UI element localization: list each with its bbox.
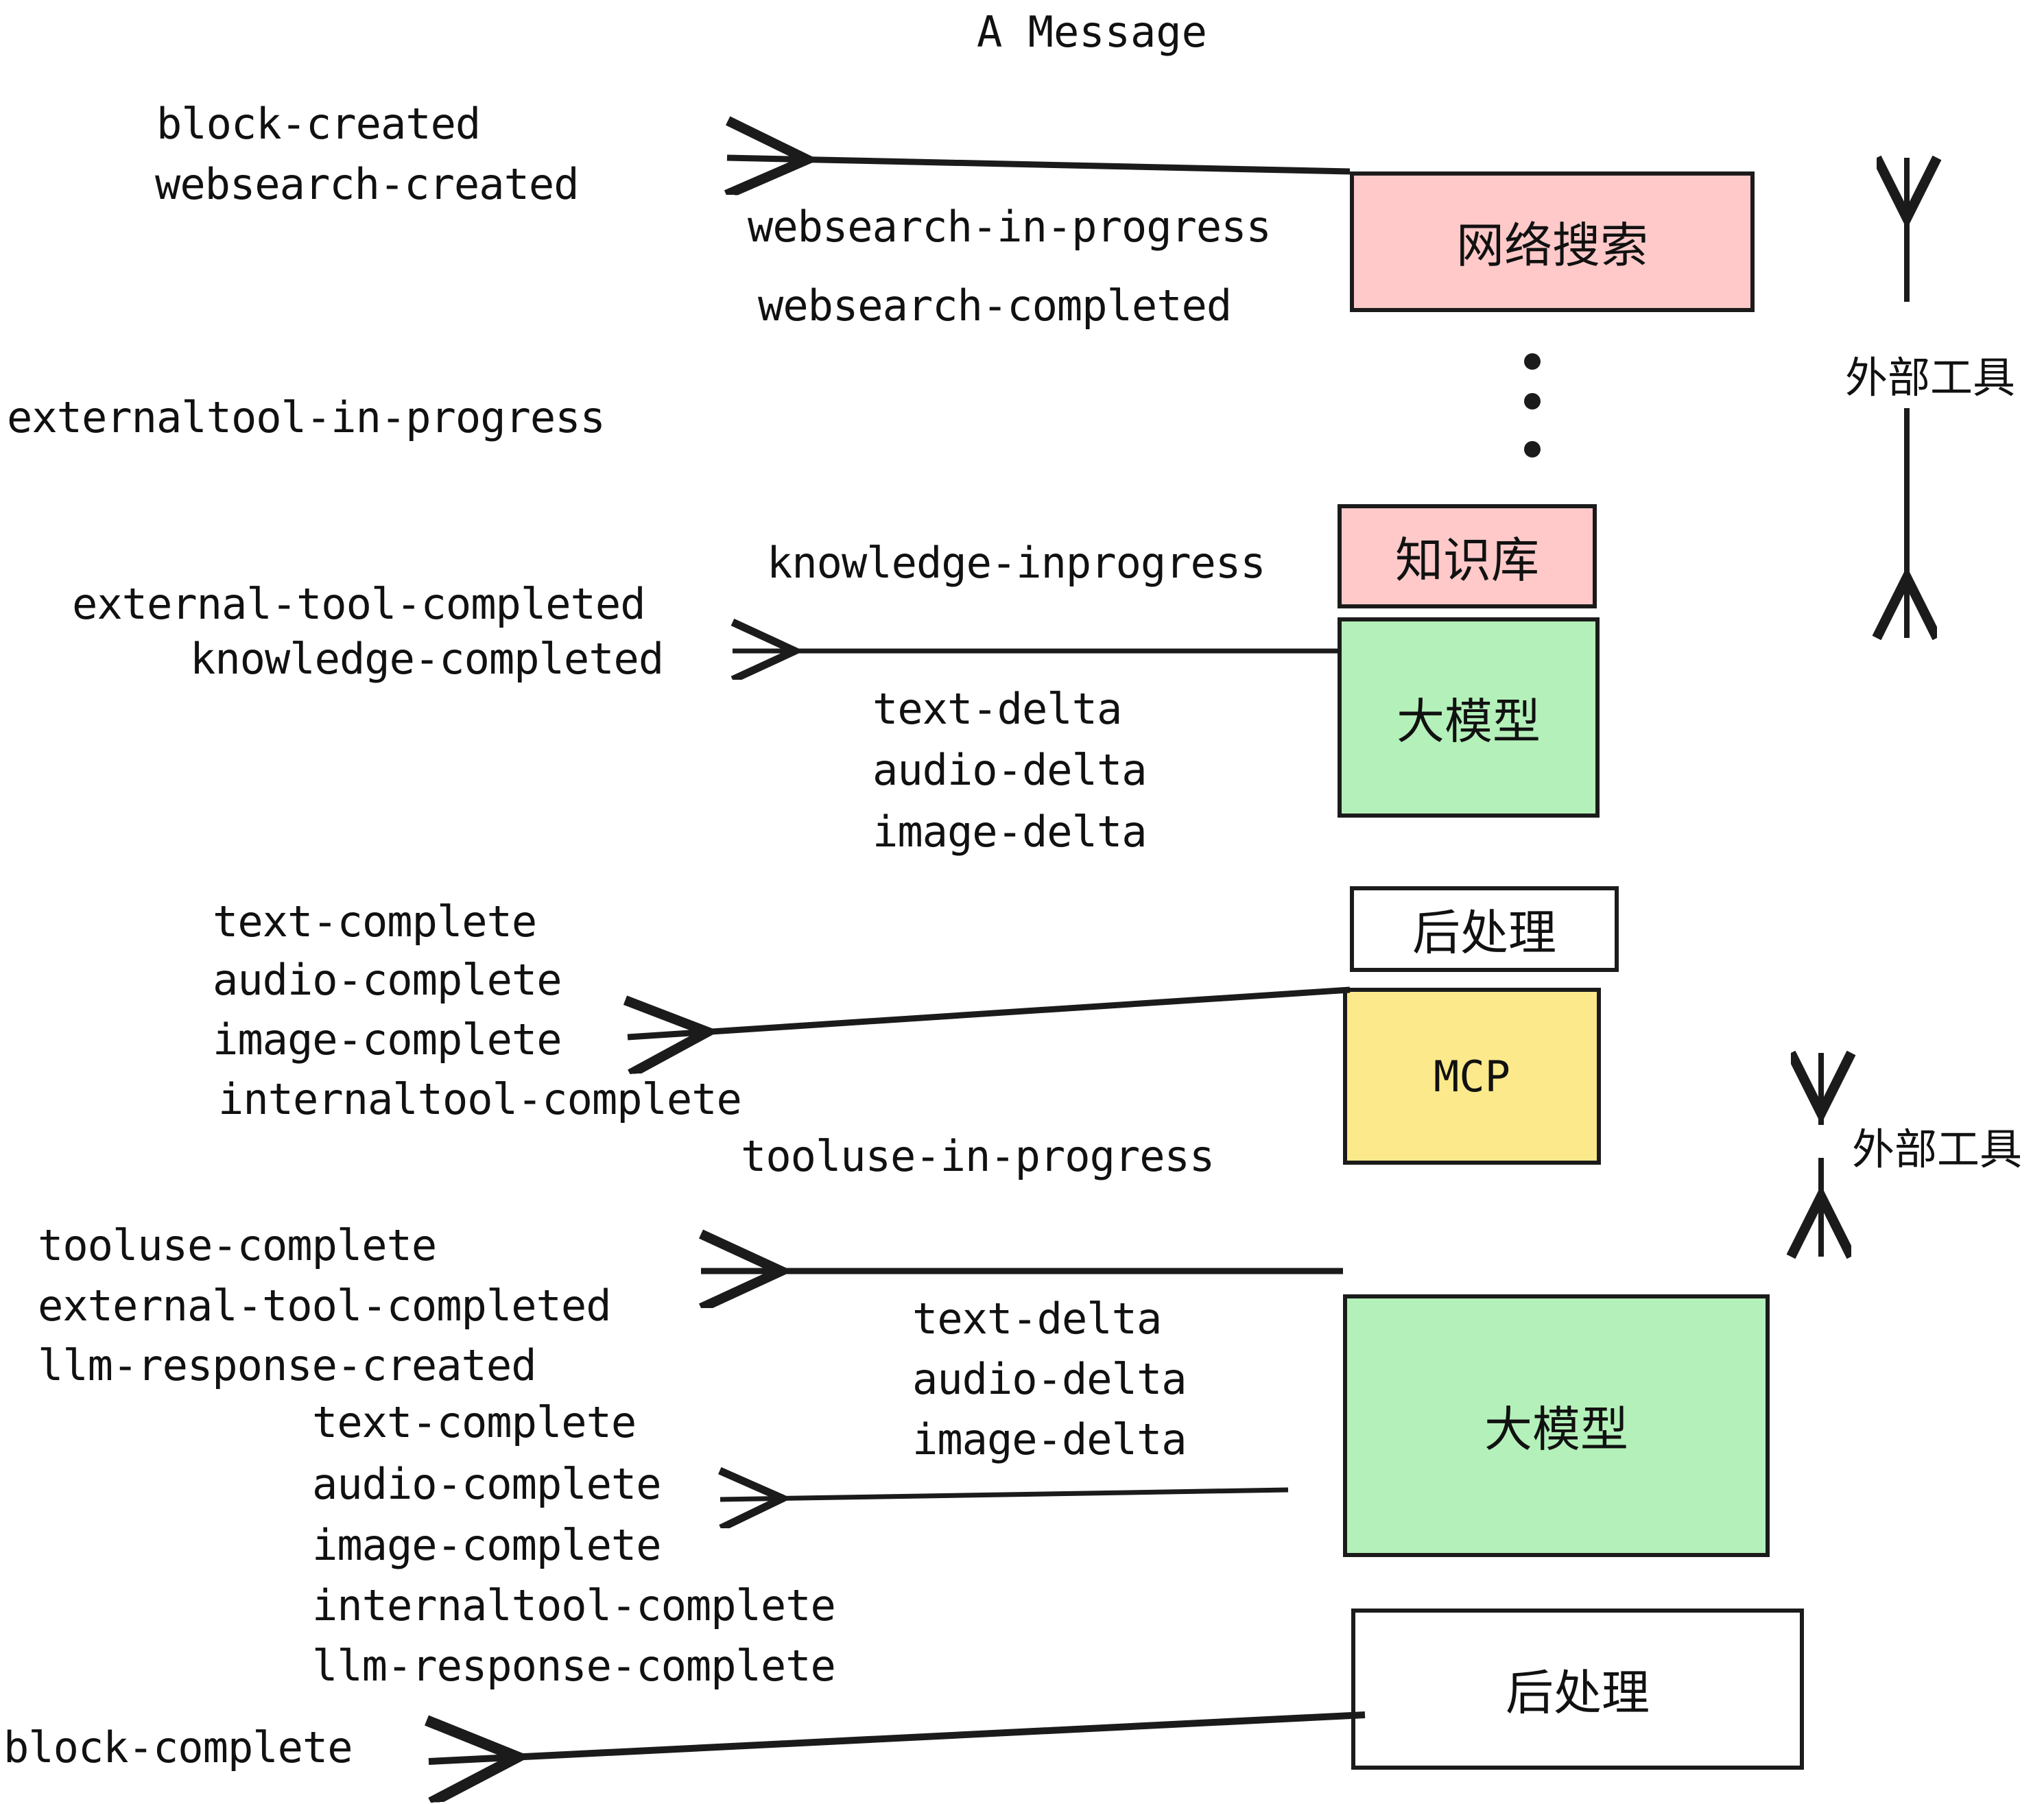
event-text-complete-1: text-complete xyxy=(213,897,537,947)
event-knowledge-completed: knowledge-completed xyxy=(190,634,664,684)
event-image-complete-2: image-complete xyxy=(312,1520,662,1570)
event-tooluse-in-progress: tooluse-in-progress xyxy=(741,1131,1215,1181)
box-postprocess-2-label: 后处理 xyxy=(1506,1665,1650,1721)
event-external-tool-completed-2: external-tool-completed xyxy=(38,1281,612,1331)
event-llm-response-created: llm-response-created xyxy=(38,1340,537,1390)
event-audio-complete-1: audio-complete xyxy=(213,955,562,1005)
box-llm-2-label: 大模型 xyxy=(1484,1401,1628,1458)
arrow-websearch-to-block-created xyxy=(727,158,1351,171)
event-text-complete-2: text-complete xyxy=(312,1397,637,1447)
ellipsis-dot-2 xyxy=(1524,393,1541,410)
event-image-delta-2: image-delta xyxy=(912,1414,1187,1464)
event-audio-delta-1: audio-delta xyxy=(872,745,1148,795)
box-llm-1-label: 大模型 xyxy=(1397,693,1541,750)
event-text-delta-1: text-delta xyxy=(872,684,1122,734)
side-label-external-tools-bottom: 外部工具 xyxy=(1852,1124,2023,1174)
ellipsis-dot-3 xyxy=(1524,441,1541,458)
event-llm-response-complete: llm-response-complete xyxy=(312,1641,836,1691)
event-text-delta-2: text-delta xyxy=(912,1294,1162,1344)
event-block-created: block-created xyxy=(156,99,481,149)
event-websearch-created: websearch-created xyxy=(155,159,580,209)
event-block-complete: block-complete xyxy=(3,1722,353,1772)
side-label-external-tools-top: 外部工具 xyxy=(1845,353,2016,403)
event-tooluse-complete: tooluse-complete xyxy=(38,1220,437,1270)
event-audio-delta-2: audio-delta xyxy=(912,1354,1187,1404)
arrow-llm2-to-audio-complete xyxy=(720,1490,1289,1499)
ellipsis-dot-1 xyxy=(1524,353,1541,370)
event-image-delta-1: image-delta xyxy=(872,807,1148,857)
event-internaltool-complete-1: internaltool-complete xyxy=(218,1074,742,1124)
box-knowledge[interactable]: 知识库 xyxy=(1338,504,1597,608)
box-knowledge-label: 知识库 xyxy=(1395,532,1539,589)
box-postprocess-1-label: 后处理 xyxy=(1412,905,1556,961)
event-externaltool-in-progress: externaltool-in-progress xyxy=(7,392,606,442)
box-mcp-label: MCP xyxy=(1434,1051,1510,1102)
box-llm-2[interactable]: 大模型 xyxy=(1343,1294,1770,1557)
arrow-postprocess-to-image-complete xyxy=(628,986,1351,1037)
box-postprocess-1[interactable]: 后处理 xyxy=(1350,886,1619,972)
event-image-complete-1: image-complete xyxy=(213,1014,562,1065)
event-audio-complete-2: audio-complete xyxy=(312,1459,662,1509)
box-postprocess-2[interactable]: 后处理 xyxy=(1351,1609,1804,1770)
event-external-tool-completed-1: external-tool-completed xyxy=(72,579,646,629)
event-internaltool-complete-2: internaltool-complete xyxy=(312,1580,836,1630)
box-websearch-label: 网络搜索 xyxy=(1456,217,1648,274)
event-websearch-completed: websearch-completed xyxy=(758,281,1232,331)
box-llm-1[interactable]: 大模型 xyxy=(1338,617,1600,818)
page-title: A Message xyxy=(977,7,1207,57)
arrow-postprocess2-to-block-complete xyxy=(429,1711,1366,1761)
box-mcp[interactable]: MCP xyxy=(1343,988,1601,1165)
box-websearch[interactable]: 网络搜索 xyxy=(1350,171,1755,312)
event-knowledge-inprogress: knowledge-inprogress xyxy=(767,538,1266,588)
event-websearch-in-progress: websearch-in-progress xyxy=(748,202,1272,252)
